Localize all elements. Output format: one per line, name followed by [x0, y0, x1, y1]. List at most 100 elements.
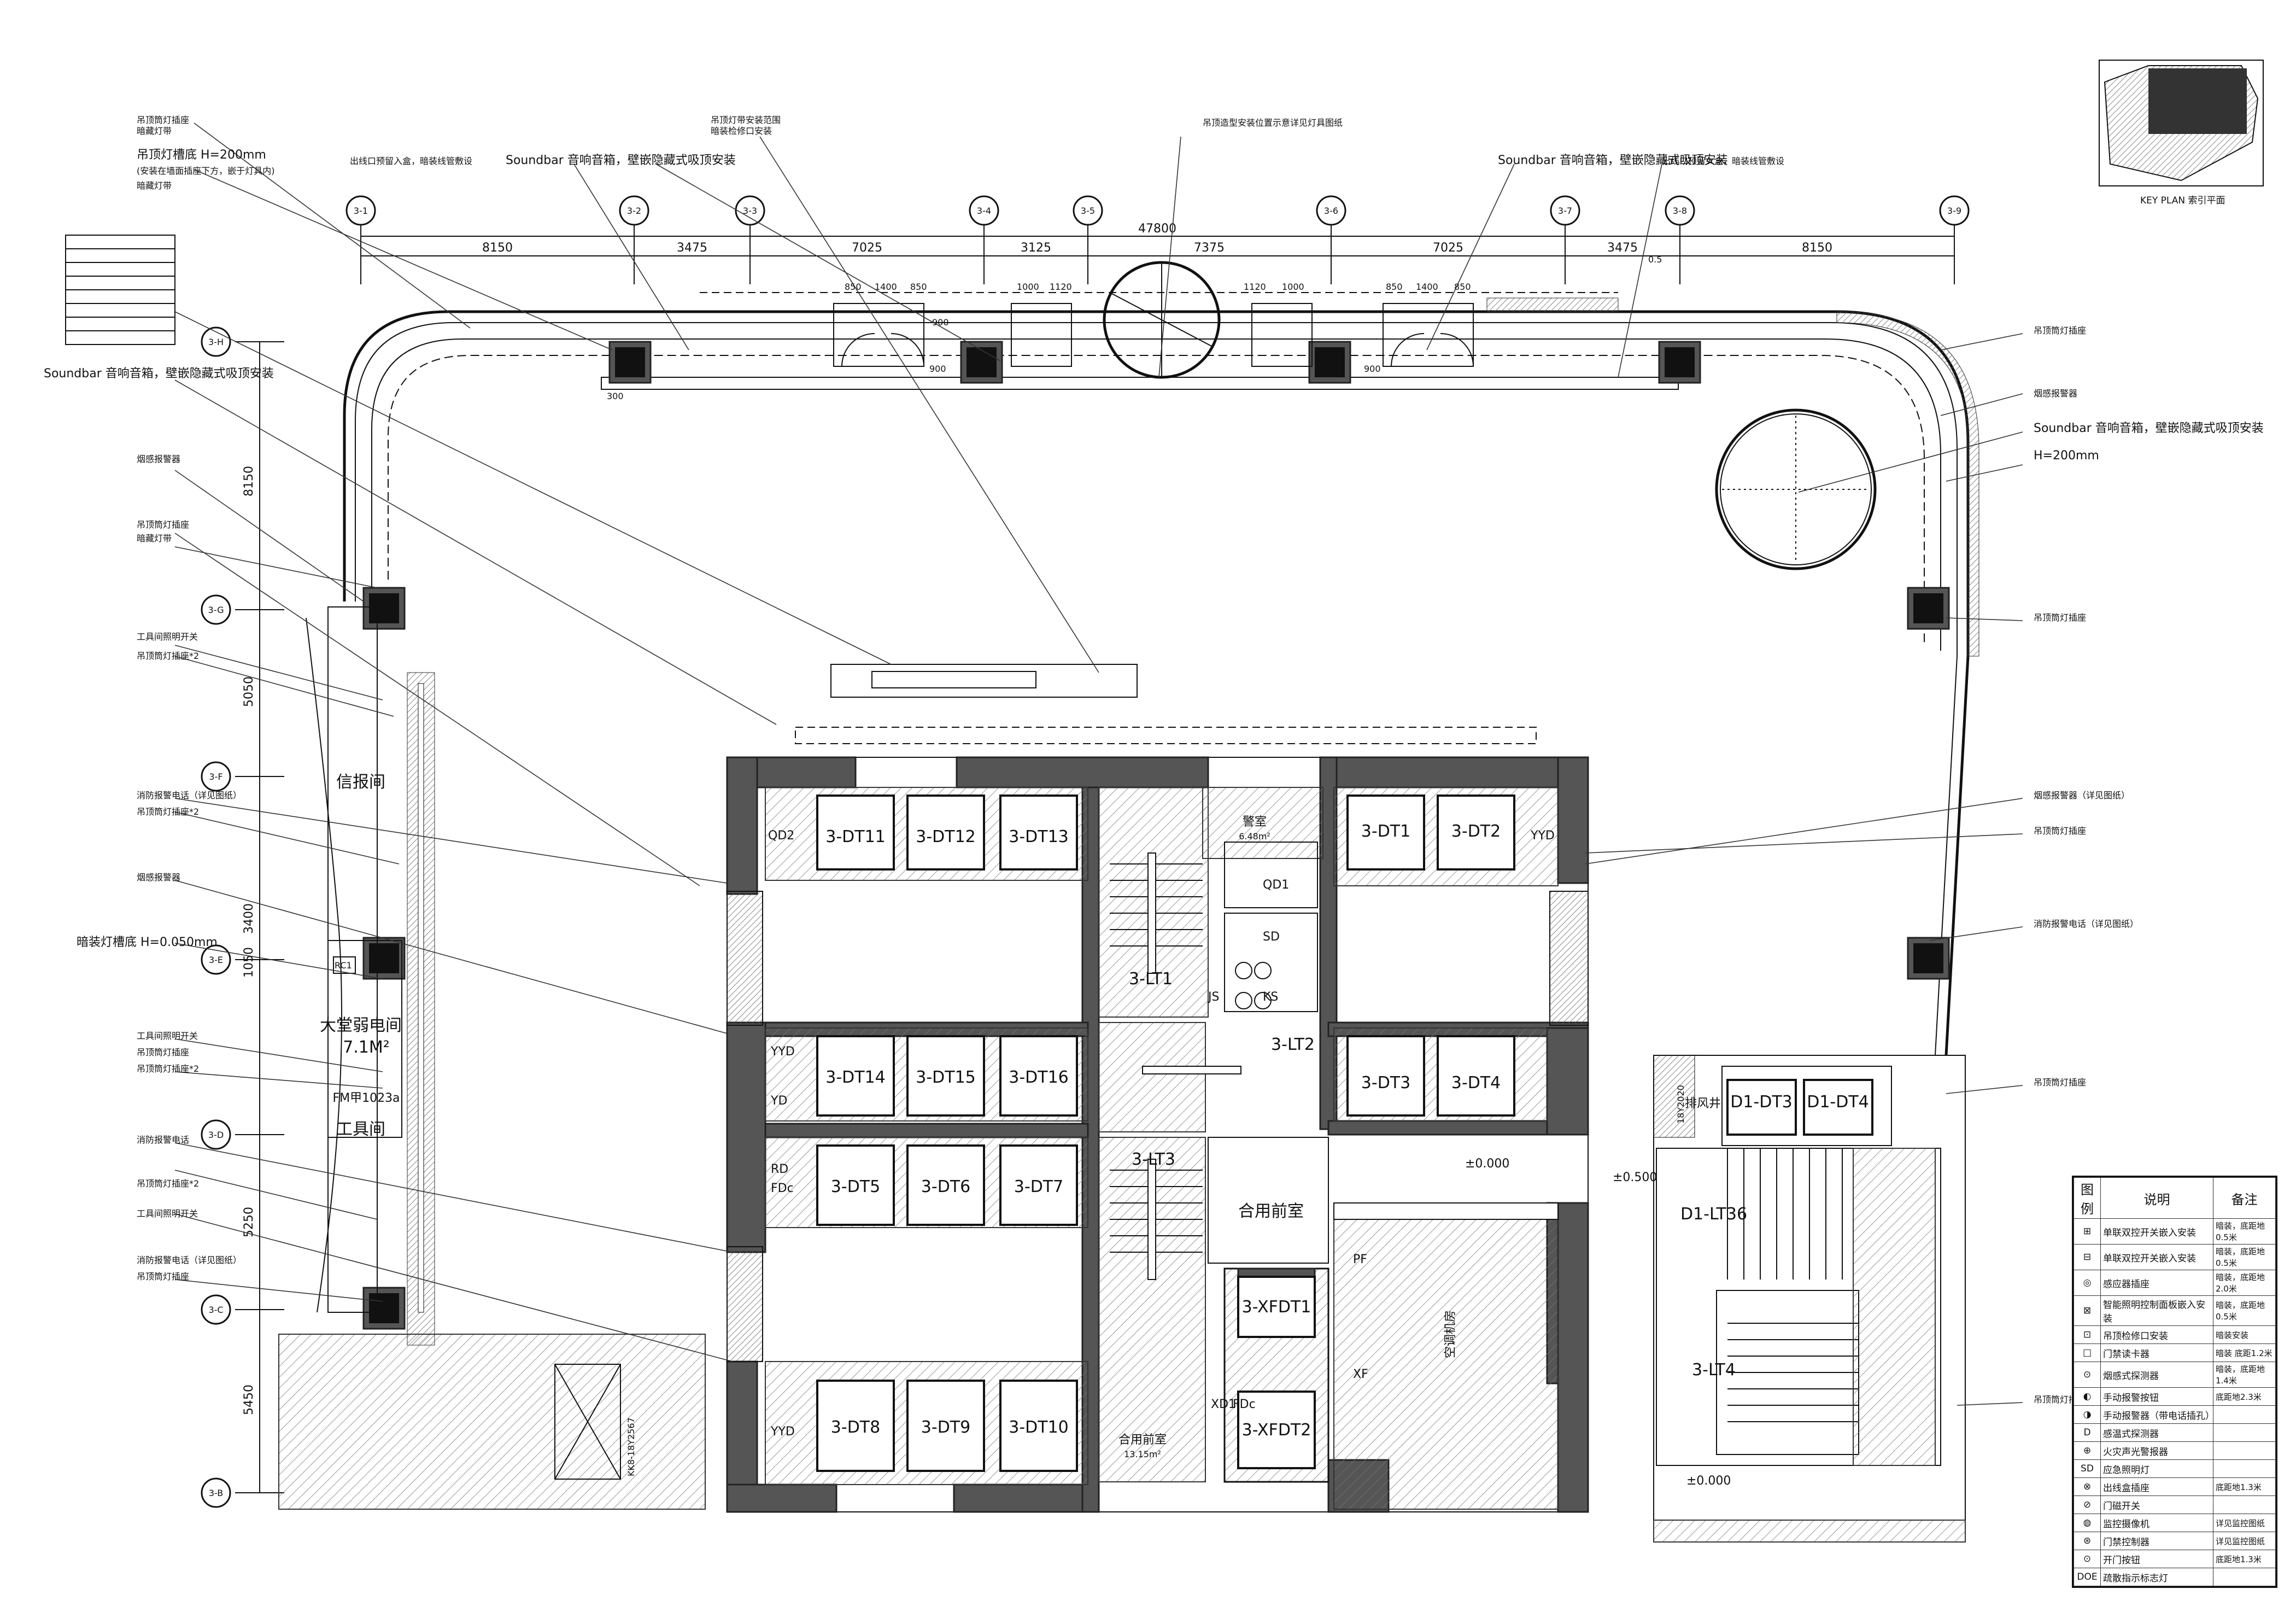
detail-dim: 300: [607, 391, 624, 401]
reception-desk: [795, 664, 1537, 744]
right-stair-block: 18Y2020 ±0.000 ±0.500 ±0.000: [1465, 1055, 1966, 1543]
level-mark: ±0.000: [1465, 1157, 1509, 1171]
side-tag: KK8-18Y2567: [626, 1417, 636, 1476]
legend-desc: 疏散指示标志灯: [2100, 1568, 2213, 1586]
room-area-jingshi: 6.48m²: [1239, 831, 1270, 842]
legend-desc: 门磁开关: [2100, 1496, 2213, 1514]
equipment-tag: FDc: [1233, 1398, 1256, 1411]
detail-dim: 850: [910, 282, 927, 292]
equipment-tag: QD1: [1263, 878, 1289, 892]
equipment-tag: XD1: [1211, 1398, 1236, 1411]
elevator-labels: 3-DT11 3-DT12 3-DT13 3-DT1 3-DT2 3-DT14 …: [825, 822, 1869, 1440]
legend-desc: 门禁控制器: [2100, 1532, 2213, 1550]
room-area-ruodian: 7.1M²: [343, 1038, 390, 1057]
legend-note: 暗装，底距地2.0米: [2213, 1270, 2276, 1296]
detail-dim: 850: [1454, 282, 1471, 292]
detail-dim: 1120: [1050, 282, 1072, 292]
legend-row: ◎感应器插座暗装，底距地2.0米: [2074, 1270, 2276, 1296]
annotation: 暗装灯槽底 H=0.050mm: [77, 936, 218, 949]
legend-row: ⊙开门按钮底距地1.3米: [2074, 1550, 2276, 1568]
legend-note: [2213, 1441, 2276, 1460]
key-plan-caption: KEY PLAN 索引平面: [2140, 195, 2225, 206]
left-grid-axes: 3-H 3-G 3-F 3-E 3-D 3-C 3-B 8150 5050 34…: [201, 326, 284, 1508]
annotation: 吊顶筒灯插座: [2034, 1077, 2086, 1088]
dimension-label: 7375: [1194, 241, 1225, 255]
elevator-label: 3-DT6: [921, 1177, 970, 1196]
annotation: 消防报警电话（详见图纸）: [137, 1255, 242, 1265]
equipment-tag: QD2: [768, 829, 794, 843]
annotations: 吊顶筒灯插座 暗藏灯带 吊顶灯槽底 H=200mm (安装在墙面插座下方，嵌于灯…: [44, 115, 2264, 1405]
legend-desc: 门禁读卡器: [2100, 1343, 2213, 1362]
annotation: 烟感报警器（详见图纸）: [2034, 790, 2130, 801]
equipment-tag: PF: [1353, 1253, 1367, 1266]
equipment-tag: XF: [1353, 1368, 1368, 1381]
annotation: 烟感报警器: [2034, 388, 2077, 399]
annotation: 暗藏灯带: [137, 533, 172, 544]
annotation: Soundbar 音响音箱，壁嵌隐藏式吸顶安装: [2034, 422, 2264, 435]
legend-desc: 感应器插座: [2100, 1270, 2213, 1296]
level-mark: ±0.500: [1613, 1171, 1657, 1184]
legend-desc: 出线盒插座: [2100, 1477, 2213, 1496]
annotation: 吊顶筒灯插座: [2034, 612, 2086, 623]
legend-desc: 火灾声光警报器: [2100, 1441, 2213, 1460]
annotation: 吊顶筒灯插座*2: [137, 1064, 199, 1074]
elevator-label: D1-DT4: [1807, 1093, 1869, 1112]
legend-row: ◑手动报警器（带电话插孔）: [2074, 1405, 2276, 1424]
equipment-tag: RC1: [335, 960, 352, 971]
detail-dim: 0.5: [1648, 254, 1662, 265]
axis-label: 3-7: [1558, 206, 1572, 216]
annotation: 吊顶筒灯插座*2: [137, 651, 199, 661]
elevator-core: [726, 756, 1873, 1513]
legend-desc: 智能照明控制面板嵌入安装: [2100, 1295, 2213, 1326]
label-stack: [65, 235, 175, 345]
dimension-label: 8150: [482, 241, 513, 255]
legend-desc: 烟感式探测器: [2100, 1362, 2213, 1388]
stair-label: 3-LT2: [1271, 1035, 1315, 1054]
legend-symbol: ⊡: [2074, 1325, 2101, 1344]
leader-lines: [174, 122, 2023, 1406]
equipment-tag: FDc: [771, 1182, 794, 1195]
annotation: 吊顶灯槽底 H=200mm: [137, 148, 266, 162]
legend-row: □门禁读卡器暗装 底距1.2米: [2074, 1343, 2276, 1362]
elevator-label: 3-DT14: [825, 1068, 886, 1087]
elevator-label: 3-DT12: [916, 827, 976, 846]
annotation: 暗装检修口安装: [711, 126, 772, 136]
stair-label: 3-LT3: [1132, 1150, 1175, 1169]
annotation: 吊顶筒灯插座: [2034, 826, 2086, 836]
axis-label: 3-H: [208, 337, 224, 347]
legend-symbol: ◐: [2074, 1387, 2101, 1406]
legend-header: 说明: [2100, 1177, 2213, 1219]
legend-row: ⊗出线盒插座底距地1.3米: [2074, 1477, 2276, 1496]
legend-note: 暗装 底距1.2米: [2213, 1343, 2276, 1362]
axis-label: 3-2: [627, 206, 641, 216]
annotation: Soundbar 音响音箱，壁嵌隐藏式吸顶安装: [1498, 154, 1728, 167]
entrance-doors: 850 1400 850 1000 1120 1120 1000 850 140…: [607, 254, 1662, 401]
room-label-jingshi: 警室: [1243, 815, 1267, 829]
legend-row: ◐手动报警按钮底距地2.3米: [2074, 1387, 2276, 1406]
key-plan: [2099, 60, 2264, 186]
legend-note: 底距地1.3米: [2213, 1550, 2276, 1568]
axis-bubble: [1316, 195, 1346, 226]
top-grid-axes: 3-1 3-2 3-3 3-4 3-5 3-6 3-7 3-8 3-9 4780…: [345, 195, 1970, 284]
dimension-label: 5050: [242, 676, 256, 707]
columns: [362, 341, 1950, 1330]
legend-note: [2213, 1423, 2276, 1442]
legend-symbol: ⊛: [2074, 1532, 2101, 1550]
axis-label: 3-C: [208, 1305, 223, 1315]
legend-symbol: ⊙: [2074, 1362, 2101, 1388]
legend-symbol: ⊟: [2074, 1244, 2101, 1270]
side-tag: 18Y2020: [1676, 1085, 1686, 1124]
equipment-tag: YYD: [770, 1045, 795, 1059]
annotation: 吊顶筒灯插座: [137, 1047, 189, 1058]
legend-note: 底距地1.3米: [2213, 1477, 2276, 1496]
room-label-gongju: 工具间: [336, 1120, 385, 1139]
dimension-label: 3475: [677, 241, 707, 255]
legend-row: ⊞单联双控开关嵌入安装暗装，底距地0.5米: [2074, 1218, 2276, 1245]
legend-header: 备注: [2213, 1177, 2276, 1219]
equipment-tag: KS: [1263, 990, 1278, 1004]
legend-symbol: ⊘: [2074, 1496, 2101, 1514]
door-tag: FM甲1023a: [332, 1091, 400, 1105]
legend-note: 暗装，底距地1.4米: [2213, 1362, 2276, 1388]
legend-note: 详见监控图纸: [2213, 1532, 2276, 1550]
annotation: 吊顶筒灯插座: [2034, 325, 2086, 336]
